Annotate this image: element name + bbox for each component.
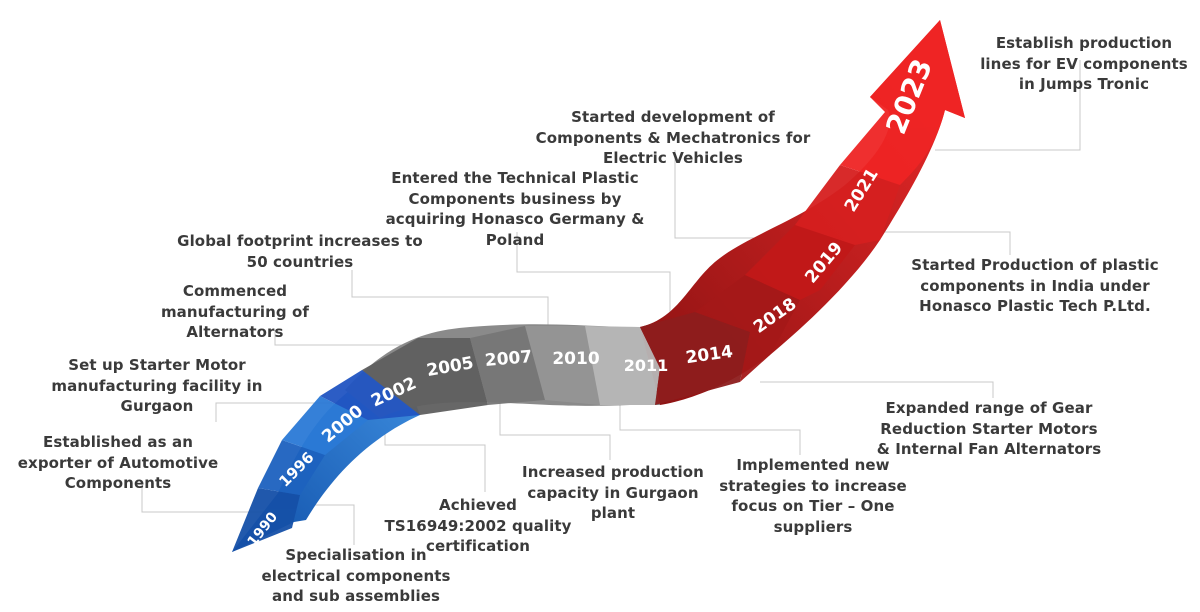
chevron-segments [232,20,965,552]
connector-2011 [619,402,801,455]
milestone-text-2010: Increased production capacity in Gurgaon… [522,463,704,522]
milestone-text-2002: Achieved TS16949:2002 quality certificat… [384,496,572,555]
connector-2000 [215,402,350,422]
chevron-2018 [695,275,800,382]
chevron-1990 [232,488,300,552]
milestone-text-1996: Established as an exporter of Automotive… [17,433,219,492]
chevron-2005 [362,338,488,415]
milestone-text-2011: Implemented new strategies to increase f… [719,456,907,536]
chevron-2011 [585,326,660,405]
year-label-2007: 2007 [484,347,533,371]
milestone-text-2023: Establish production lines for EV compon… [980,34,1188,93]
milestone-text-2007: Global footprint increases to 50 countri… [177,232,423,271]
connector-2019 [870,231,1011,255]
connector-2018 [760,381,994,398]
connector-2005 [274,330,440,346]
chevron-2019 [745,225,855,300]
chevron-2010 [525,326,605,405]
year-label-2011: 2011 [624,356,669,375]
chevron-2021 [795,165,900,245]
connector-2007 [351,270,549,325]
connector-1996 [141,482,285,513]
milestone-text-2000: Set up Starter Motor manufacturing facil… [51,356,263,415]
milestone-text-2005: Commenced manufacturing of Alternators [160,282,310,341]
milestone-text-2019: Started Production of plastic components… [911,256,1159,315]
milestone-text-2014: Entered the Technical Plastic Components… [385,169,645,249]
year-label-2010: 2010 [552,349,599,369]
milestone-text-1990: Specialisation in electrical components … [261,546,451,605]
chevron-2007 [470,326,545,405]
chevron-2000 [282,396,368,455]
connector-1990 [300,504,355,545]
connector-2014 [516,232,671,315]
connector-2002 [384,420,486,492]
milestone-text-2021: Started development of Components & Mech… [535,108,811,167]
milestone-text-2018: Expanded range of Gear Reduction Starter… [876,399,1102,458]
chevron-1996 [258,440,325,495]
connector-2023 [935,60,1081,151]
chevron-2014 [640,312,750,405]
connector-2010 [499,400,611,460]
chevron-2023 [840,20,965,185]
